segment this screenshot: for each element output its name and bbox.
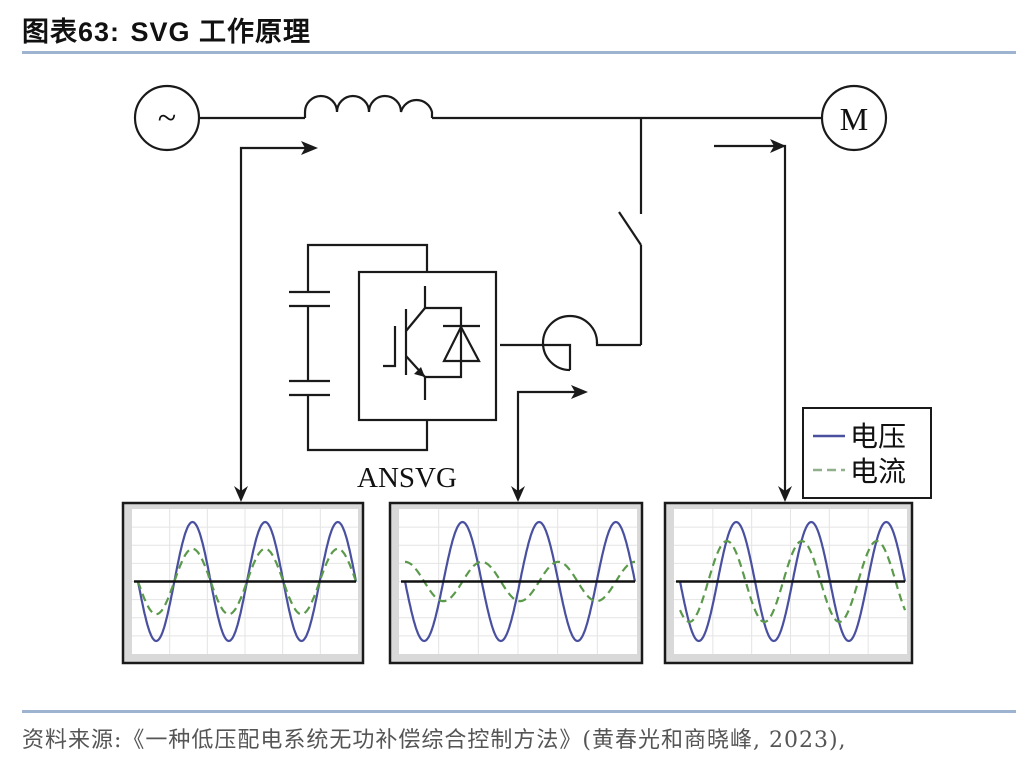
motor-label: M: [840, 101, 868, 137]
branch-wire: [595, 342, 641, 347]
ac-source-symbol: ~: [158, 100, 176, 137]
diode-icon: [442, 324, 481, 363]
igbt-icon: [383, 286, 463, 400]
ansvg-converter-box: [357, 270, 498, 422]
load-measure-arrow: [714, 139, 792, 502]
capacitor-bank-icon: [289, 243, 429, 452]
waveform-panel-load: [663, 501, 914, 665]
legend-label-current: 电流: [850, 455, 906, 488]
grid-measure-arrow: [234, 141, 318, 502]
ansvg-measure-arrow: [511, 385, 588, 502]
legend-box: [802, 407, 932, 499]
motor-icon: M: [820, 84, 888, 152]
footer-divider: [22, 710, 1016, 713]
switch-icon: [618, 118, 643, 345]
figure-title-text: SVG 工作原理: [130, 17, 311, 47]
figure-title-prefix: 图表: [22, 17, 78, 48]
source-note: 资料来源:《一种低压配电系统无功补偿综合控制方法》(黄春光和商晓峰, 2023)…: [22, 728, 847, 753]
title-divider: [22, 51, 1016, 54]
ansvg-label: ANSVG: [357, 462, 457, 494]
legend-label-voltage: 电压: [850, 420, 906, 453]
current-transformer-icon: [500, 314, 599, 372]
ac-source-icon: ~: [133, 84, 201, 152]
inductor-icon: [303, 94, 434, 118]
current-series-line: [405, 560, 635, 603]
legend: 电压 电流: [802, 407, 932, 499]
current-series-line: [679, 540, 907, 623]
figure-number: 63:: [78, 17, 121, 47]
waveform-panel-grid: [121, 501, 365, 665]
waveform-panel-ansvg: [388, 501, 644, 665]
figure-title: 图表63: SVG 工作原理: [22, 10, 311, 49]
